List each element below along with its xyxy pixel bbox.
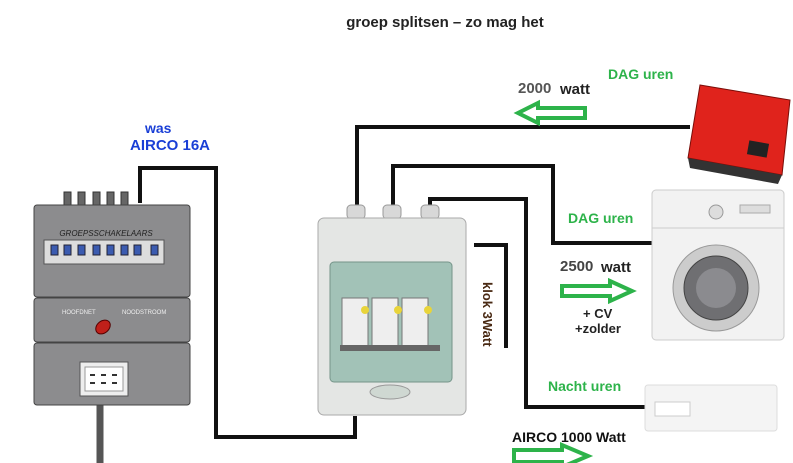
backup-label: NOODSTROOM [122,310,166,316]
washing-machine [651,189,785,341]
arrow-right-icon [512,441,594,463]
night-period: Nacht uren [548,378,621,394]
panel-label: GROEPSSCHAKELAARS [59,229,153,238]
distribution-panel: GROEPSSCHAKELAARS HOOFDNET NOODSTROOM [33,191,191,406]
washer-wire [391,164,662,245]
clock-wire [474,243,508,348]
wires [96,125,690,463]
feed-wire [138,166,357,439]
washer-extra-cv: + CV [583,306,613,321]
was-label: was [144,120,172,136]
washer-power: 2500 [560,258,593,275]
inverter-wire [355,125,690,213]
inverter-period: DAG uren [608,66,673,82]
inverter-power: 2000 [518,80,551,97]
selector-knob [95,319,111,335]
arrow-right-icon [560,277,637,305]
washer-extra-zolder: +zolder [575,321,621,336]
clock-label: klok 3Watt [480,282,495,347]
night-wire [428,197,645,409]
main-label: HOOFDNET [62,310,96,316]
washer-unit: watt [600,259,631,276]
inverter-unit: watt [559,81,590,98]
night-airco-label: AIRCO 1000 Watt [512,429,626,445]
night-device [644,384,778,432]
title: groep splitsen – zo mag het [346,14,544,31]
airco-16a-label: AIRCO 16A [130,137,210,154]
arrow-left-icon [513,99,587,127]
solar-inverter [687,84,791,184]
washer-period: DAG uren [568,210,633,226]
sub-distribution-box [317,204,467,416]
